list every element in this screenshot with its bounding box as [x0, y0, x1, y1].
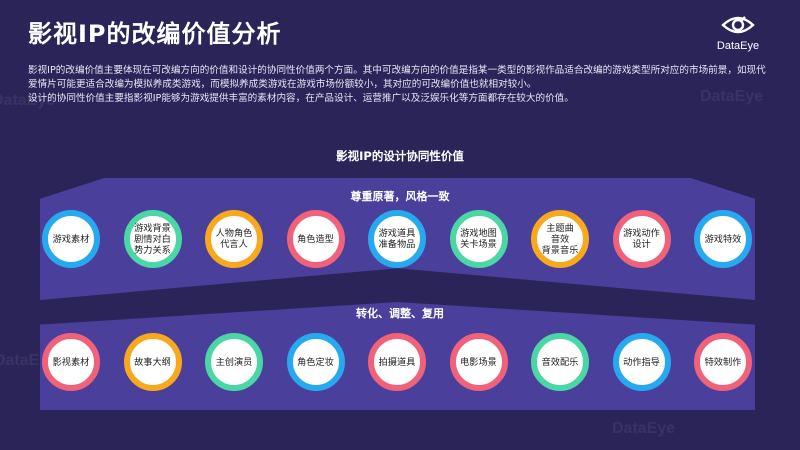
dataeye-logo: DataEye [698, 12, 778, 52]
bottom_items-circle: 故事大纲 [123, 333, 182, 391]
bottom_items-circle: 拍摄道具 [368, 333, 426, 391]
eye-logo-icon [721, 16, 755, 34]
film-elements-row: 影视素材故事大纲主创演员角色定妆拍摄道具电影场景音效配乐动作指导特效制作 [0, 333, 800, 403]
game-elements-row: 游戏素材游戏背景 剧情对白 势力关系人物角色 代言人角色造型游戏道具 准备物品游… [0, 210, 800, 280]
top_items-circle: 人物角色 代言人 [205, 210, 263, 268]
top_items-circle: 角色造型 [286, 210, 345, 268]
top_items-circle: 游戏地图 关卡场景 [449, 210, 508, 268]
bottom_items-circle: 音效配乐 [531, 333, 589, 391]
description: 影视IP的改编价值主要体现在可改编方向的价值和设计的协同性价值两个方面。其中可改… [28, 64, 770, 106]
bottom_items-circle: 主创演员 [205, 333, 263, 391]
bottom_items-circle: 角色定妆 [286, 333, 345, 391]
watermark: DataEye [0, 92, 56, 109]
watermark: DataEye [700, 88, 764, 105]
top-band-label: 尊重原著，风格一致 [350, 190, 450, 203]
top_items-circle: 游戏道具 准备物品 [368, 210, 426, 268]
top_items-circle: 游戏背景 剧情对白 势力关系 [123, 210, 182, 268]
description-paragraph: 影视IP的改编价值主要体现在可改编方向的价值和设计的协同性价值两个方面。其中可改… [28, 65, 766, 90]
page-title: 影视IP的改编价值分析 [28, 20, 282, 48]
top_items-circle: 主题曲 音效 背景音乐 [531, 210, 589, 268]
middle-band-label: 转化、调整、复用 [356, 307, 444, 320]
top_items-circle: 游戏特效 [694, 210, 752, 268]
bottom_items-circle: 影视素材 [42, 333, 100, 391]
watermark: DataEye [612, 420, 676, 437]
description-paragraph: 设计的协同性价值主要指影视IP能够为游戏提供丰富的素材内容，在产品设计、运营推广… [28, 93, 574, 104]
top_items-circle: 游戏素材 [42, 210, 100, 268]
top_items-circle: 游戏动作 设计 [612, 210, 671, 268]
diagram-title: 影视IP的设计协同性价值 [336, 149, 464, 163]
bottom_items-circle: 特效制作 [694, 333, 752, 391]
bottom_items-circle: 动作指导 [612, 333, 671, 391]
logo-text: DataEye [716, 40, 760, 52]
bottom_items-circle: 电影场景 [449, 333, 508, 391]
